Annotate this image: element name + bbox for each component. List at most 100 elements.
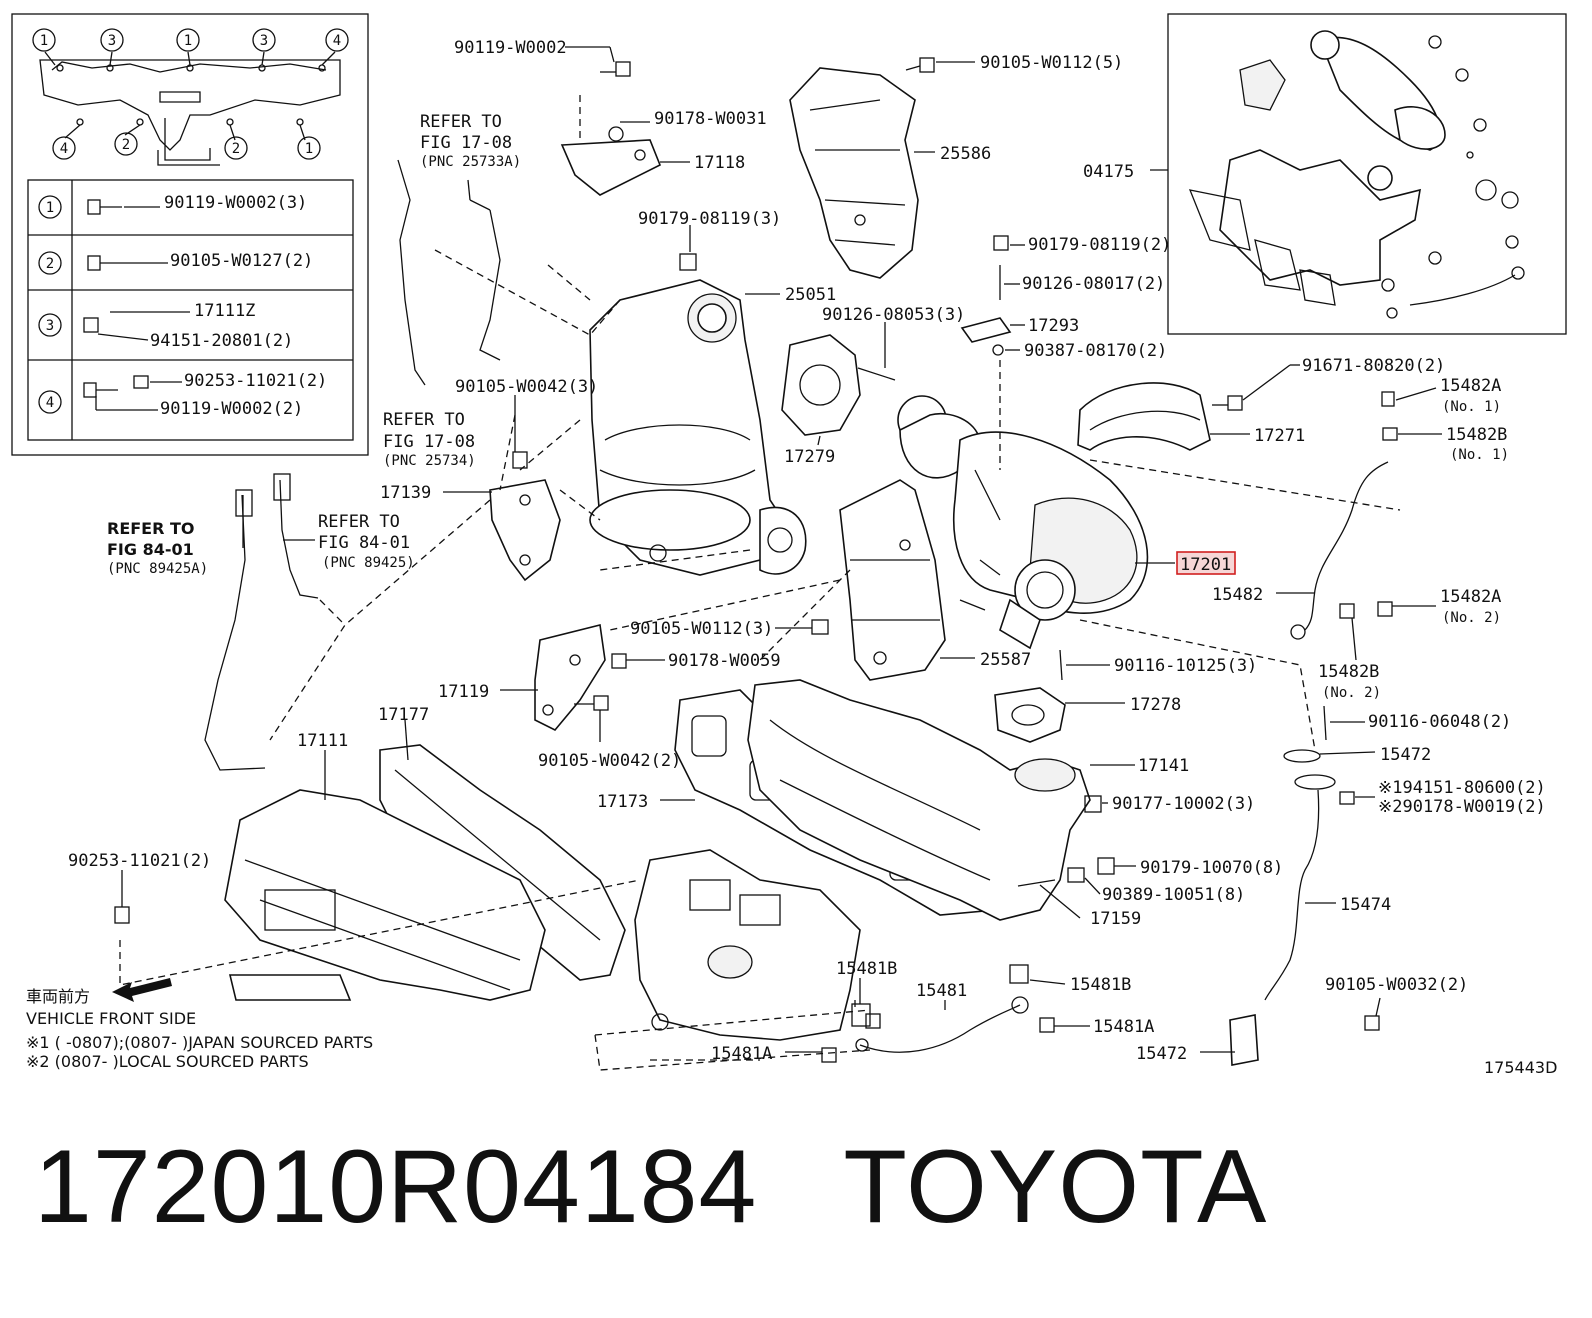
- exhaust-manifold-sketch: [747, 679, 1091, 921]
- legend-row-number: 1: [46, 200, 54, 216]
- bolt-icon: [83, 382, 118, 398]
- part-callout: FIG 17-08: [420, 133, 512, 153]
- part-callout: 90105-W0032(2): [1325, 975, 1468, 995]
- part-callout: (PNC 25734): [383, 453, 476, 469]
- legend-part: 90253-11021(2): [184, 371, 327, 391]
- part-callout: 90105-W0112(5): [980, 53, 1123, 73]
- oil-pipe-15482-sketch: [1290, 391, 1398, 640]
- part-callout: 90116-10125(3): [1114, 656, 1257, 676]
- legend-table: 1 90119-W0002(3) 2 90105-W0127(2) 3 1711…: [27, 179, 354, 441]
- part-callout: 17139: [380, 483, 431, 503]
- fasteners-sketch: [114, 57, 1327, 1029]
- part-callout: 15481B: [836, 959, 897, 979]
- part-callout: 17271: [1254, 426, 1305, 446]
- bracket-17118-sketch: [560, 139, 662, 196]
- part-callout: 15482B: [1318, 662, 1379, 682]
- part-callout: (No. 1): [1450, 447, 1509, 463]
- part-callout: 25586: [940, 144, 991, 164]
- brand-name: TOYOTA: [843, 1129, 1268, 1245]
- part-callout: 25051: [785, 285, 836, 305]
- legend-row-number: 3: [46, 318, 54, 334]
- legend-row-number: 2: [46, 256, 54, 272]
- highlight-box: [1176, 551, 1236, 575]
- vehicle-front-note: 車両前方 VEHICLE FRONT SIDE ※1 ( -0807);(080…: [26, 978, 373, 1071]
- part-callout: 17278: [1130, 695, 1181, 715]
- part-callout: 15482A: [1440, 376, 1501, 396]
- part-number: 172010R04184: [34, 1129, 758, 1245]
- part-callout: 90119-W0002: [454, 38, 567, 58]
- bolt-icon: [87, 199, 122, 215]
- legend-part: 90119-W0002(3): [164, 193, 307, 213]
- legend-marker: 3: [108, 33, 116, 49]
- heat-insulator-lower-sketch: [839, 479, 946, 681]
- part-callout: REFER TO: [318, 512, 400, 532]
- part-callout: 90116-06048(2): [1368, 712, 1511, 732]
- part-callout: 90178-W0059: [668, 651, 781, 671]
- front-label-en: VEHICLE FRONT SIDE: [26, 1009, 196, 1028]
- part-callout: 91671-80820(2): [1302, 356, 1445, 376]
- part-callout: 90387-08170(2): [1024, 341, 1167, 361]
- part-callout: 90126-08053(3): [822, 305, 965, 325]
- part-callout: ※194151-80600(2): [1378, 778, 1546, 798]
- part-callout: 15472: [1136, 1044, 1187, 1064]
- nut-icon: [83, 317, 99, 333]
- part-callout: 17293: [1028, 316, 1079, 336]
- part-callout: FIG 84-01: [107, 540, 194, 559]
- part-callout: 15472: [1380, 745, 1431, 765]
- part-callout: 15482A: [1440, 587, 1501, 607]
- legend-part: 94151-20801(2): [150, 331, 293, 351]
- part-callout: (PNC 89425): [322, 555, 415, 571]
- part-callout: 90179-08119(2): [1028, 235, 1171, 255]
- part-callout: 15482B: [1446, 425, 1507, 445]
- turbocharger-sketch: [897, 395, 1149, 650]
- part-callout: 17173: [597, 792, 648, 812]
- part-callout: 90126-08017(2): [1022, 274, 1165, 294]
- sensor-cables-sketch: [204, 159, 501, 771]
- legend-markers: 1 3 1 3 4 4 2 2 1: [32, 28, 349, 160]
- part-callout: 15481B: [1070, 975, 1131, 995]
- gasket-17278-sketch: [994, 687, 1066, 743]
- part-callout: (PNC 25733A): [420, 154, 521, 170]
- part-callout: 90179-10070(8): [1140, 858, 1283, 878]
- part-callout: 25587: [980, 650, 1031, 670]
- oil-pipe-15481-sketch: [821, 964, 1055, 1063]
- part-callout: 17141: [1138, 756, 1189, 776]
- dashed-connectors: [119, 95, 1401, 1071]
- leader-lines: [121, 46, 1442, 1053]
- legend-marker: 4: [60, 141, 68, 157]
- sourcing-note-2: ※2 (0807- )LOCAL SOURCED PARTS: [26, 1052, 309, 1071]
- figure-id: 175443D: [1484, 1058, 1557, 1077]
- part-callout: 90179-08119(3): [638, 209, 781, 229]
- part-callout: 04175: [1083, 162, 1134, 182]
- sourcing-note-1: ※1 ( -0807);(0807- )JAPAN SOURCED PARTS: [26, 1033, 373, 1052]
- collar-icon: [133, 375, 149, 389]
- legend-marker: 1: [305, 141, 313, 157]
- part-callout: 17279: [784, 447, 835, 467]
- bolt-icon: [87, 255, 130, 271]
- legend-marker: 1: [184, 33, 192, 49]
- callout-labels: 90119-W0002 90178-W0031 17118 90179-0811…: [68, 38, 1557, 1077]
- legend-part: 90119-W0002(2): [160, 399, 303, 419]
- legend-part: 17111Z: [194, 301, 255, 321]
- part-callout: 15481: [916, 981, 967, 1001]
- legend-marker: 1: [40, 33, 48, 49]
- inset-kit-box: [1167, 13, 1567, 335]
- catalytic-converter-sketch: [589, 279, 807, 576]
- inset-turbo-sketch: [1188, 30, 1525, 319]
- part-callout: 15482: [1212, 585, 1263, 605]
- legend-marker: 3: [260, 33, 268, 49]
- heat-insulator-upper-sketch: [789, 67, 919, 279]
- part-callout: 90105-W0042(2): [538, 751, 681, 771]
- part-number-footer: 172010R04184 TOYOTA: [34, 1128, 1267, 1247]
- front-label-jp: 車両前方: [26, 987, 90, 1006]
- legend-manifold-sketch: [39, 51, 341, 166]
- heat-insulator-17271-sketch: [1077, 382, 1211, 451]
- gasket-17279-sketch: [781, 334, 861, 436]
- part-callout: 17118: [694, 153, 745, 173]
- part-callout: (No. 2): [1442, 610, 1501, 626]
- arrow-left-icon: [112, 978, 172, 1002]
- part-callout: FIG 17-08: [383, 432, 475, 452]
- part-callout: 90105-W0112(3): [630, 619, 773, 639]
- part-callout: 17177: [378, 705, 429, 725]
- part-callout: FIG 84-01: [318, 533, 410, 553]
